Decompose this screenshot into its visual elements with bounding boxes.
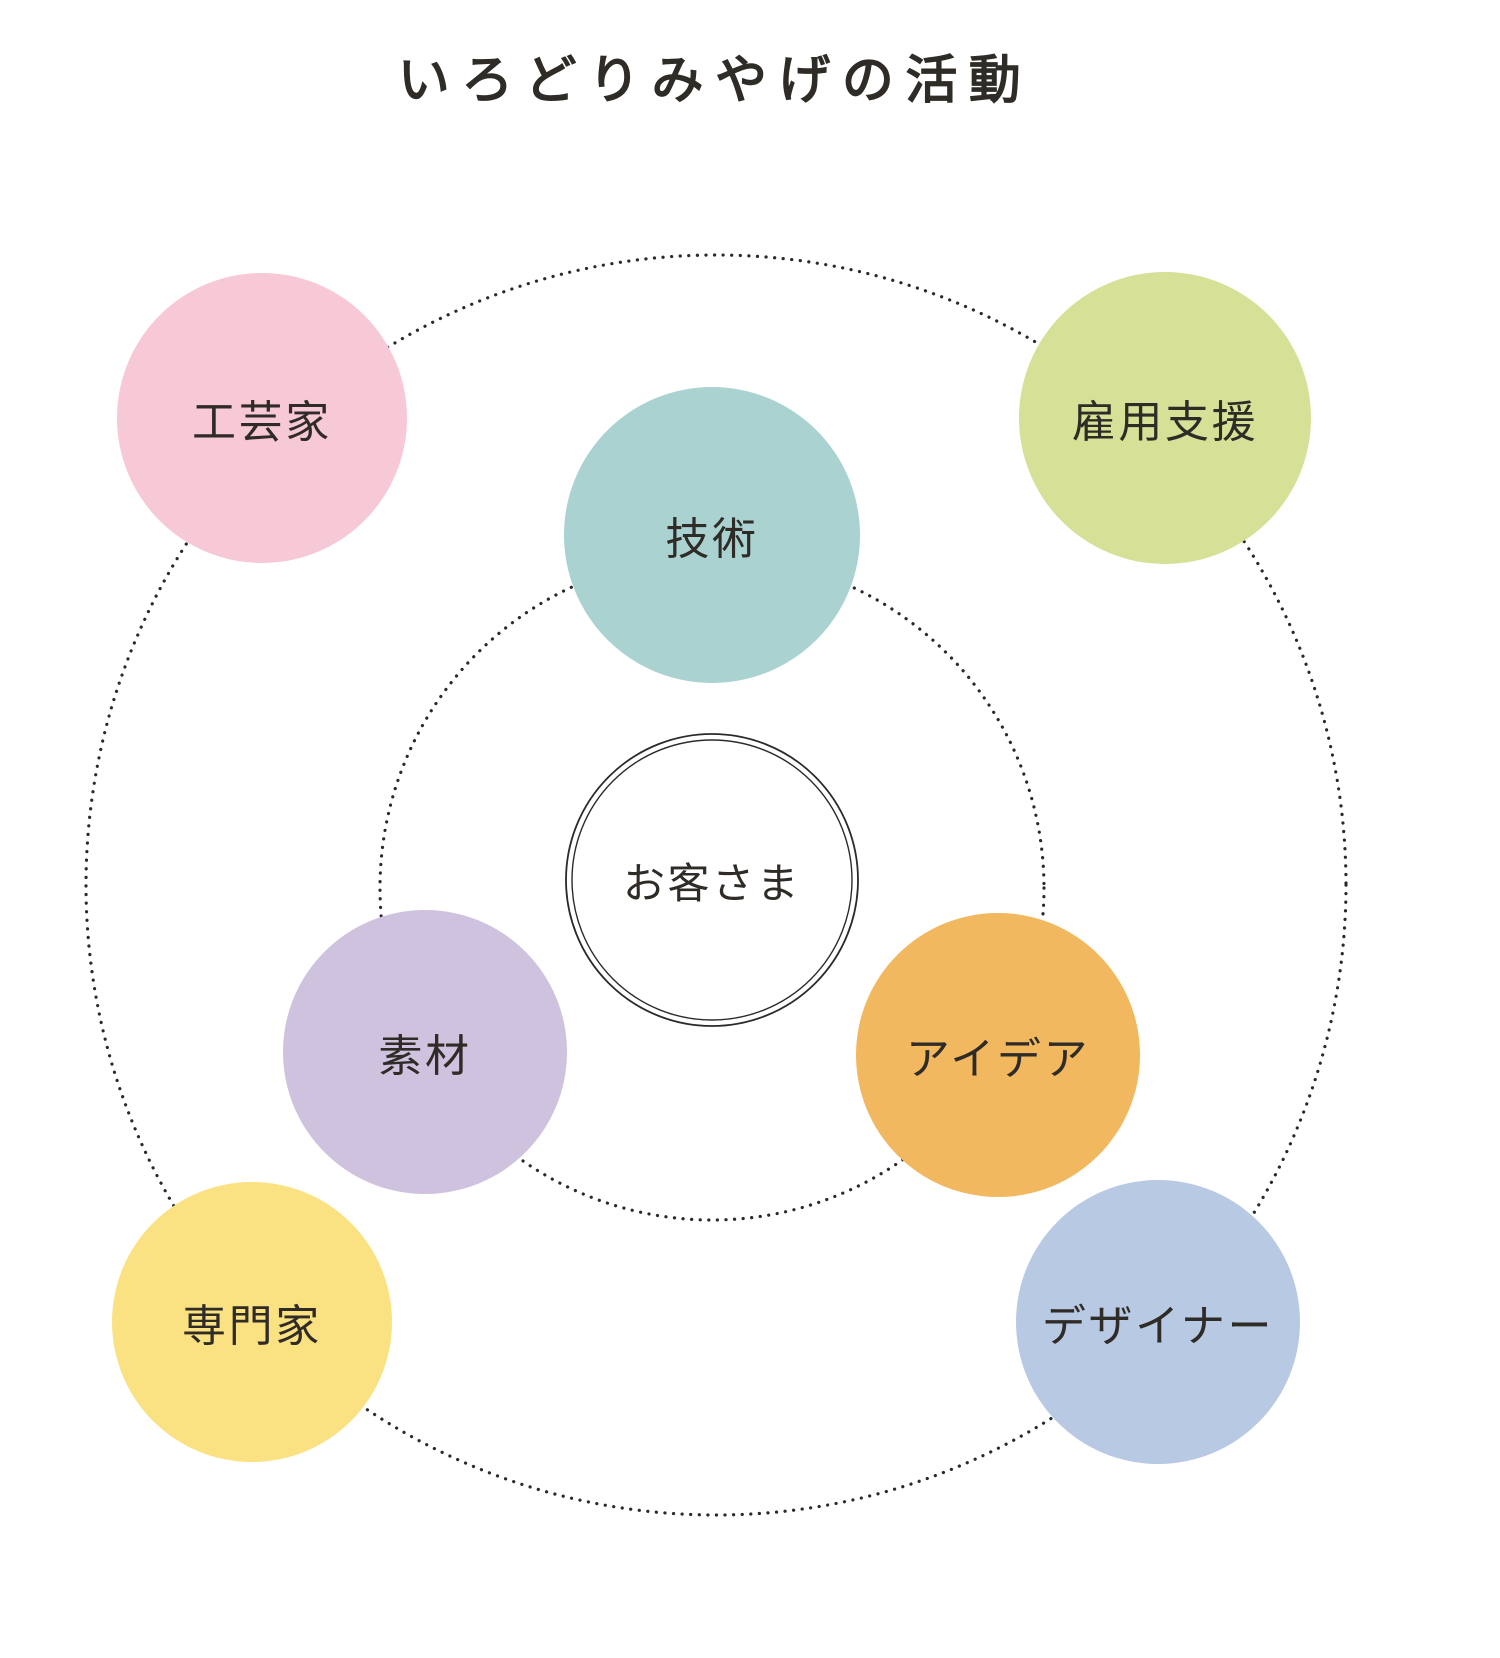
node-designers-label: デザイナー [1041, 1301, 1275, 1352]
node-customers-label: お客さま [622, 858, 802, 908]
diagram-title: いろどりみやげの活動 [397, 50, 1033, 111]
node-technology-label: 技術 [665, 514, 759, 565]
node-materials: 素材 [283, 910, 567, 1194]
center-ring-outer [565, 733, 859, 1027]
node-materials-label: 素材 [378, 1031, 472, 1082]
node-craftspeople: 工芸家 [117, 273, 407, 563]
node-technology: 技術 [564, 387, 860, 683]
node-craftspeople-label: 工芸家 [192, 397, 332, 448]
node-customers: お客さま [567, 735, 857, 1025]
center-ring-inner [571, 739, 853, 1021]
node-experts: 専門家 [112, 1182, 392, 1462]
node-designers: デザイナー [1016, 1180, 1300, 1464]
node-employment-support-label: 雇用支援 [1071, 397, 1259, 448]
outer-dotted-circle [84, 253, 1348, 1517]
node-ideas: アイデア [856, 913, 1140, 1197]
node-experts-label: 専門家 [182, 1301, 322, 1352]
node-employment-support: 雇用支援 [1019, 272, 1311, 564]
node-ideas-label: アイデア [905, 1034, 1091, 1085]
